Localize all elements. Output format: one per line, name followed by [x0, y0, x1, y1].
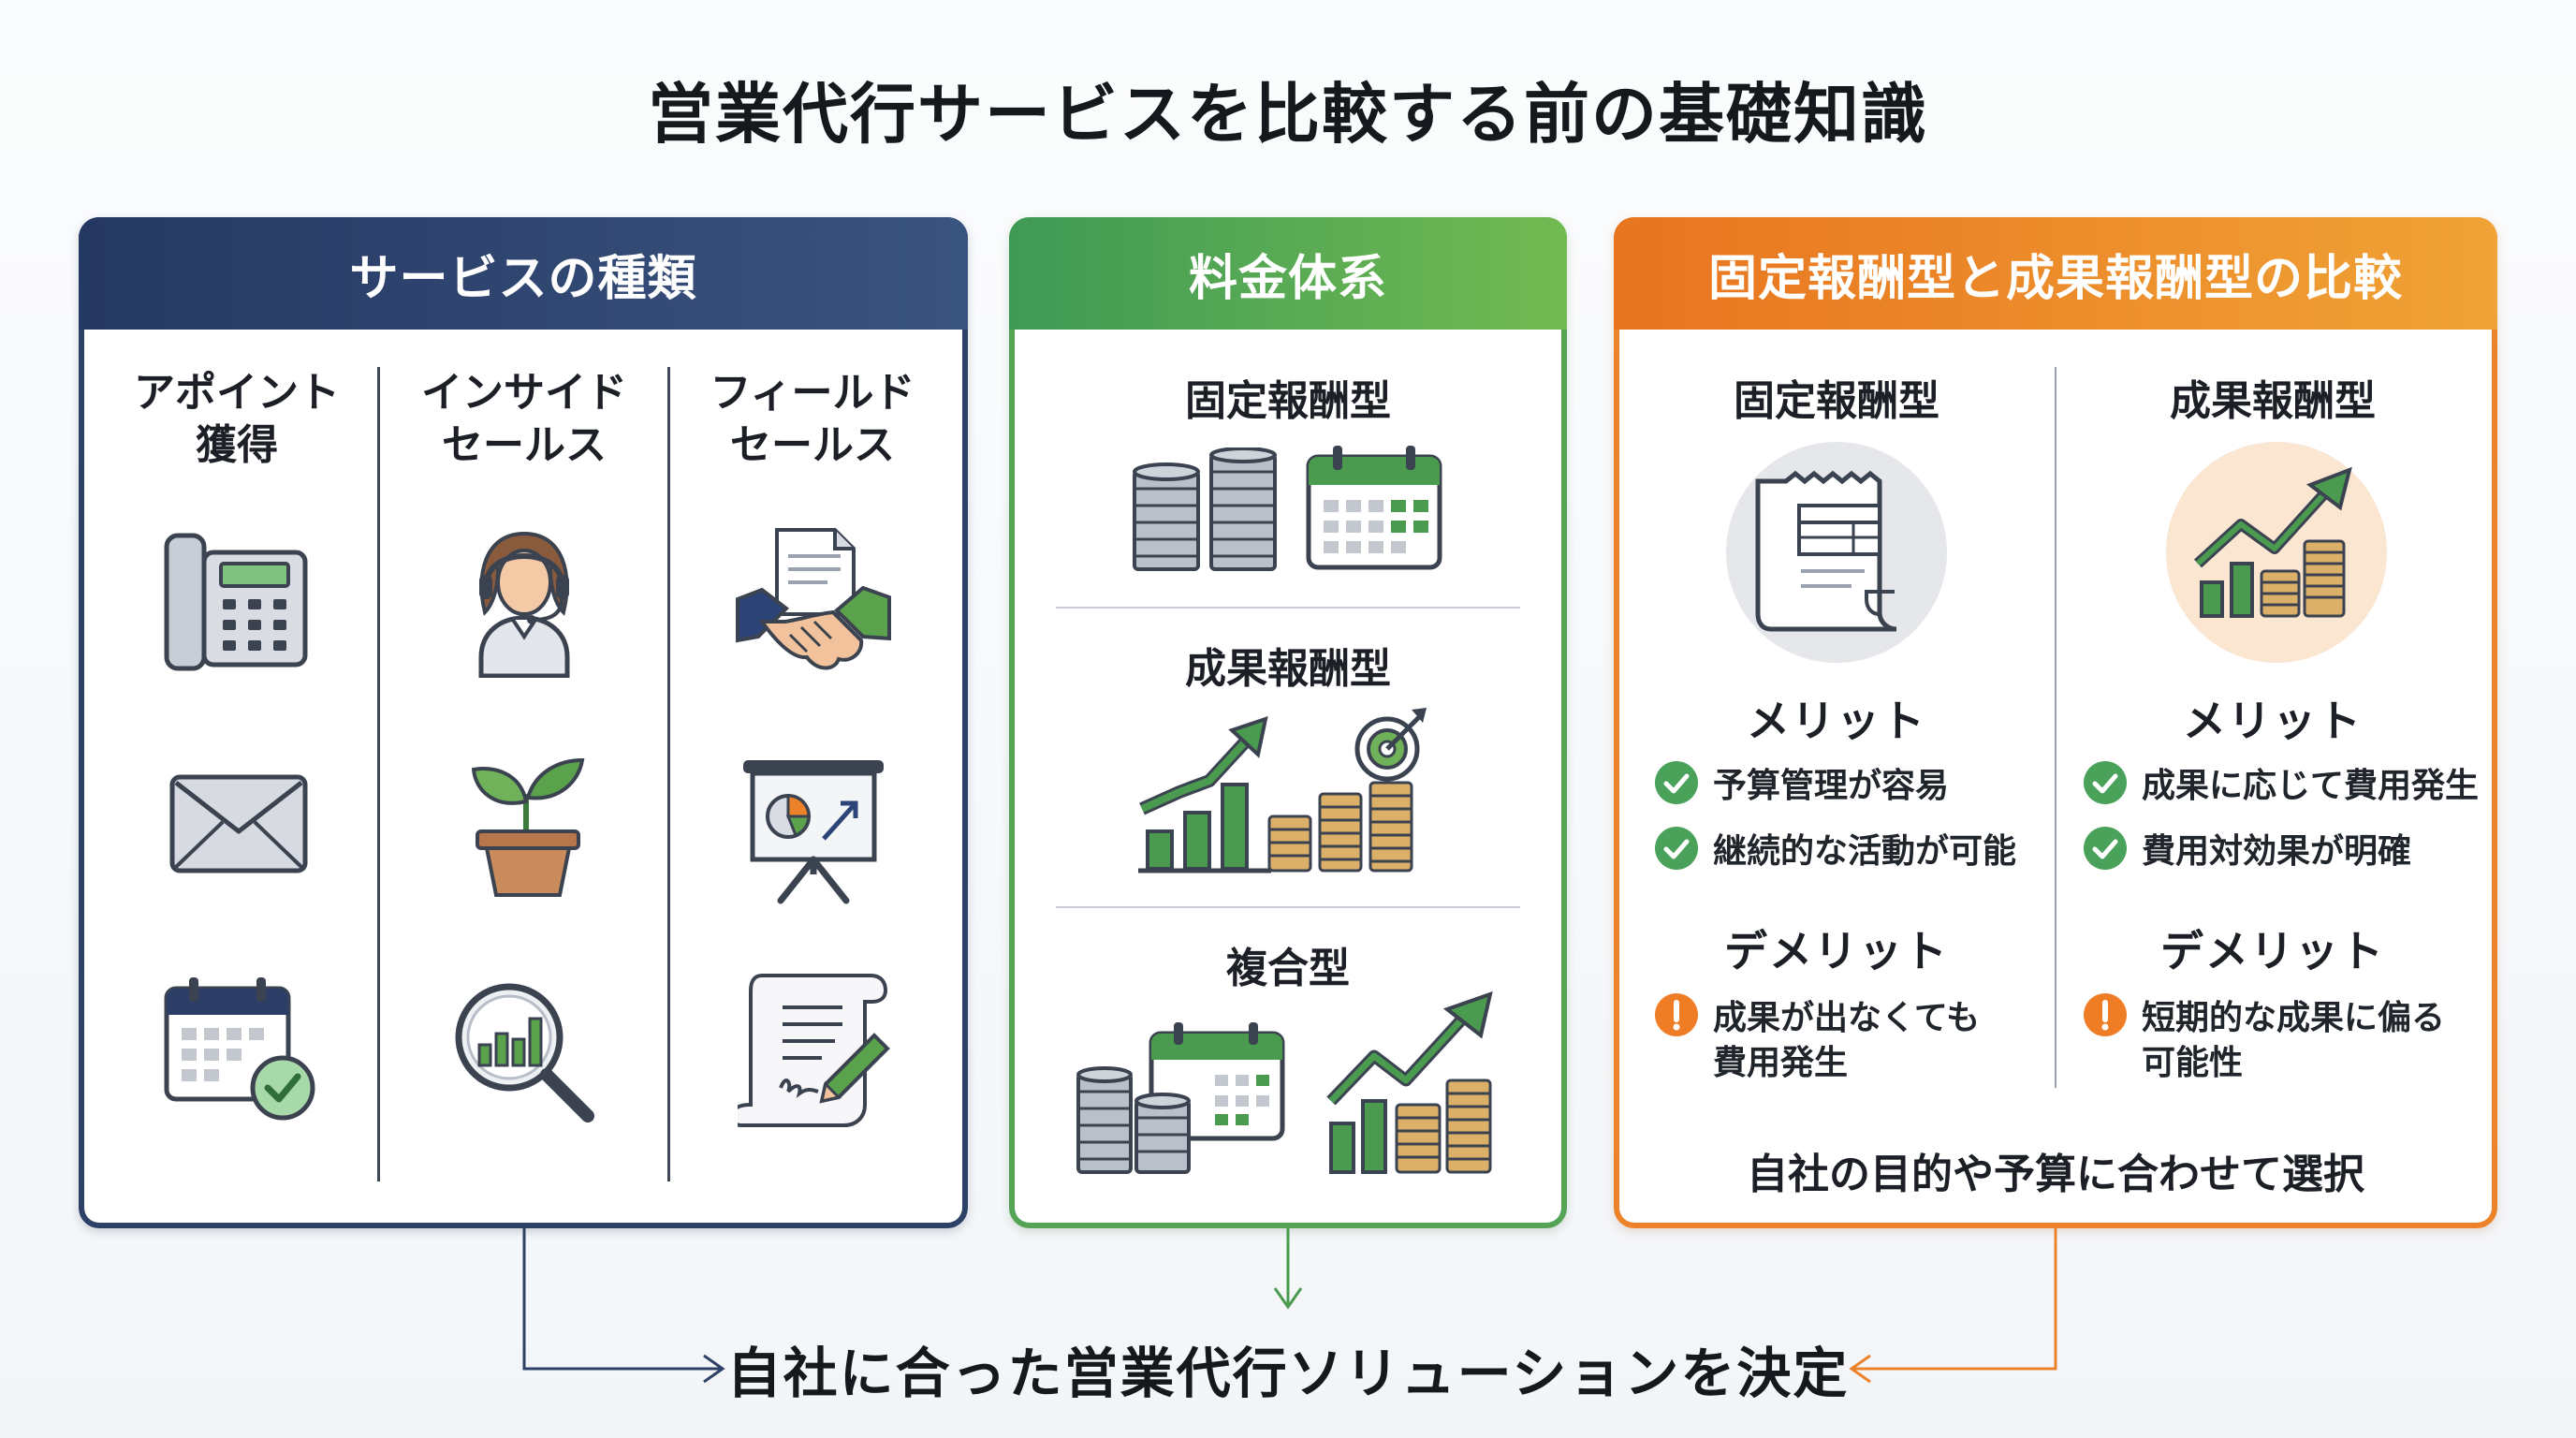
exclamation-icon: [1655, 993, 1698, 1036]
pricing-success-label: 成果報酬型: [1185, 645, 1391, 693]
check-icon: [2084, 827, 2127, 870]
pricing-hybrid-label: 複合型: [1226, 945, 1350, 992]
coins-calendar-icon: [1076, 1022, 1285, 1174]
pricing-title: 料金体系: [1009, 217, 1567, 330]
fixed-merit-item: 継続的な活動が可能: [1655, 827, 2017, 874]
comparison-note: 自社の目的や予算に合わせて選択: [1747, 1151, 2364, 1198]
merit-text: 成果に応じて費用発生: [2142, 767, 2480, 805]
growth-coins-icon: [1326, 990, 1493, 1174]
receipt-icon: [1726, 442, 1947, 663]
demerit-text: 成果が出なくても 費用発生: [1713, 996, 1980, 1086]
target-coins-icon: [1267, 708, 1427, 873]
fixed-merit-label: メリット: [1747, 696, 1926, 746]
column-heading-field-sales: フィールド セールス: [681, 367, 944, 472]
growth-chart-coins-icon: [2166, 442, 2387, 663]
merit-text: 費用対効果が明確: [2142, 832, 2412, 871]
arrow-head-down: [1273, 1287, 1303, 1310]
check-icon: [2084, 761, 2127, 804]
demerit-line: 費用発生: [1713, 1044, 1849, 1082]
column-divider: [2055, 367, 2056, 1088]
column-heading-line: フィールド: [710, 369, 915, 417]
success-merit-label: メリット: [2183, 696, 2363, 746]
column-heading-line: セールス: [730, 421, 895, 469]
page-title: 営業代行サービスを比較する前の基礎知識: [648, 76, 1928, 153]
column-heading-line: インサイド: [421, 369, 627, 417]
demerit-line: 成果が出なくても: [1713, 999, 1981, 1037]
sprout-pot-icon: [471, 757, 585, 897]
demerit-text: 短期的な成果に偏る 可能性: [2142, 996, 2445, 1086]
connector-left: [522, 1228, 721, 1371]
fixed-merit-item: 予算管理が容易: [1655, 761, 1950, 809]
coin-stacks-icon: [1133, 448, 1277, 571]
success-merit-item: 成果に応じて費用発生: [2084, 761, 2480, 809]
success-demerit-label: デメリット: [2160, 926, 2385, 976]
merit-text: 予算管理が容易: [1713, 767, 1950, 805]
fixed-heading: 固定報酬型: [1734, 377, 1939, 425]
presentation-board-icon: [743, 760, 884, 904]
success-merit-item: 費用対効果が明確: [2084, 827, 2412, 874]
envelope-icon: [169, 774, 308, 873]
success-demerit-item: 短期的な成果に偏る 可能性: [2084, 993, 2445, 1086]
pricing-fixed-label: 固定報酬型: [1185, 377, 1391, 425]
conclusion-text: 自社に合った営業代行ソリューションを決定: [726, 1342, 1850, 1405]
demerit-line: 可能性: [2142, 1044, 2244, 1082]
section-divider: [1056, 906, 1520, 908]
success-heading: 成果報酬型: [2170, 377, 2376, 425]
phone-icon: [164, 533, 308, 671]
column-divider: [667, 367, 670, 1181]
column-heading-line: アポイント: [134, 369, 340, 417]
comparison-title: 固定報酬型と成果報酬型の比較: [1614, 217, 2497, 330]
fixed-demerit-label: デメリット: [1724, 926, 1949, 976]
headset-operator-icon: [478, 531, 570, 678]
calendar-check-icon: [164, 977, 315, 1121]
connector-right: [1853, 1228, 2057, 1371]
demerit-line: 短期的な成果に偏る: [2142, 999, 2446, 1037]
section-divider: [1056, 607, 1520, 609]
fixed-demerit-item: 成果が出なくても 費用発生: [1655, 993, 1980, 1086]
handshake-icon: [736, 528, 891, 670]
column-heading-line: 獲得: [196, 421, 278, 469]
calendar-icon: [1306, 446, 1442, 570]
column-heading-appointment: アポイント 獲得: [110, 367, 363, 472]
column-heading-inside-sales: インサイド セールス: [393, 367, 655, 472]
service-types-title: サービスの種類: [79, 217, 968, 330]
column-heading-line: セールス: [442, 421, 607, 469]
exclamation-icon: [2084, 993, 2127, 1036]
column-divider: [377, 367, 380, 1181]
arrow-head-right: [703, 1354, 725, 1384]
check-icon: [1655, 761, 1698, 804]
check-icon: [1655, 827, 1698, 870]
arrow-head-left: [1849, 1354, 1871, 1384]
merit-text: 継続的な活動が可能: [1713, 832, 2017, 871]
growth-chart-icon: [1138, 716, 1271, 873]
magnifier-chart-icon: [455, 983, 594, 1123]
contract-signature-icon: [738, 974, 890, 1127]
